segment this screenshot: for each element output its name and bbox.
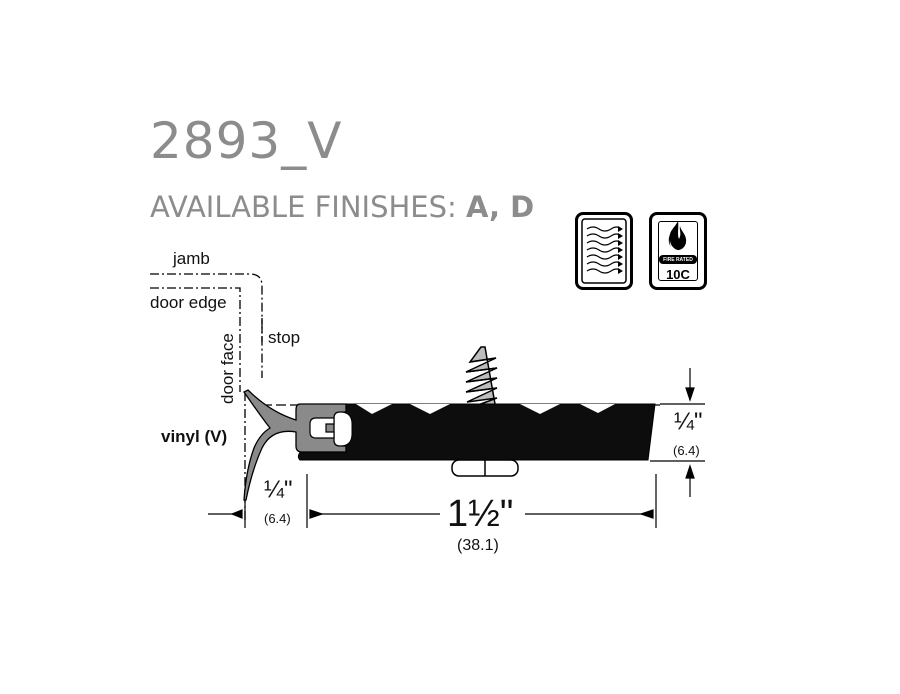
width-inches: 1½" xyxy=(447,493,514,535)
airflow-seal-icon xyxy=(575,212,633,290)
fire-rating-code: 10C xyxy=(666,267,690,282)
width-dimension xyxy=(306,474,657,528)
width-millimeters: (38.1) xyxy=(457,537,499,554)
thickness-millimeters: (6.4) xyxy=(673,443,700,458)
material-label: vinyl (V) xyxy=(161,427,228,446)
stop-label: stop xyxy=(268,328,301,347)
fire-rated-label: FIRE RATED xyxy=(663,257,693,263)
flame-icon xyxy=(668,221,687,250)
fire-rated-badge: FIRE RATED 10C xyxy=(649,212,707,290)
door-edge-line xyxy=(150,287,241,392)
door-face-label: door face xyxy=(218,333,237,404)
vinyl-seal xyxy=(243,389,347,501)
offset-millimeters: (6.4) xyxy=(264,511,291,526)
retainer-body xyxy=(297,403,656,461)
door-edge-label: door edge xyxy=(150,293,227,312)
finishes-codes: A, D xyxy=(466,190,535,224)
jamb-label: jamb xyxy=(173,249,210,268)
offset-dimension xyxy=(208,500,246,528)
thickness-dimension xyxy=(650,368,705,497)
finishes-label: AVAILABLE FINISHES: xyxy=(150,190,457,224)
available-finishes: AVAILABLE FINISHES: A, D xyxy=(150,193,534,222)
model-title: 2893_V xyxy=(150,112,343,170)
thickness-inches: ¼" xyxy=(674,408,703,435)
jamb-line xyxy=(150,273,263,378)
offset-inches: ¼" xyxy=(264,476,293,503)
